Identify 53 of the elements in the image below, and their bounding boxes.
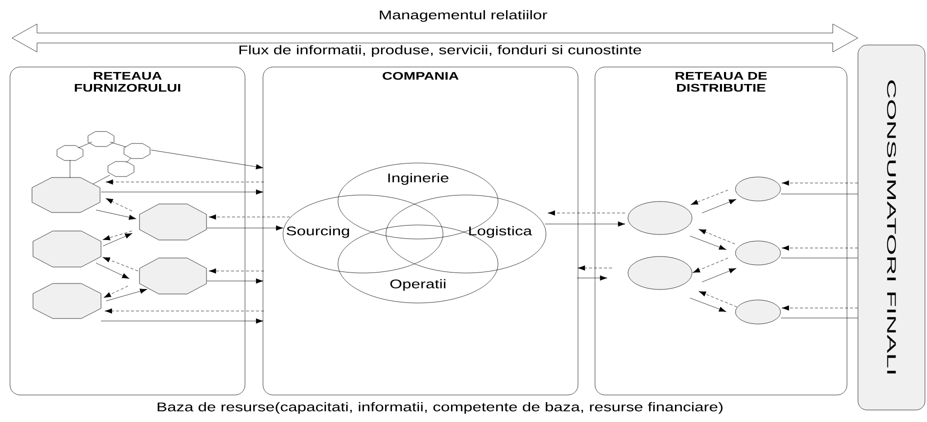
arrow	[102, 257, 138, 272]
arrow	[690, 298, 726, 312]
arrow	[208, 214, 290, 220]
arrow	[206, 225, 284, 231]
arrow	[702, 268, 736, 282]
arrow	[702, 199, 736, 214]
arrow	[548, 210, 626, 216]
arrow	[690, 236, 726, 250]
octagon	[139, 258, 207, 294]
octagon	[124, 143, 150, 159]
arrow	[782, 180, 858, 186]
octagon	[56, 145, 84, 161]
arrow	[150, 150, 264, 170]
octagon	[88, 131, 114, 147]
consumer-box: CONSUMATORI FINALI	[858, 44, 926, 410]
octagon	[32, 230, 102, 268]
caption-text: Baza de resurse(capacitati, informatii, competente de baza, resurse financiare)	[158, 402, 723, 414]
arrow	[782, 245, 858, 251]
octagon	[32, 177, 100, 213]
octagon	[32, 283, 102, 319]
ellipse	[735, 240, 781, 266]
arrow	[578, 265, 612, 271]
caption-text: Flux de informatii, produse, servicii, fonduri si cunostinte	[239, 45, 642, 57]
arrow	[106, 198, 132, 212]
arrow	[692, 258, 728, 273]
arrow	[576, 275, 608, 281]
arrow	[208, 268, 264, 274]
arrow	[690, 190, 728, 205]
ellipse	[628, 201, 692, 235]
arrow	[698, 229, 736, 244]
arrow	[104, 308, 264, 314]
octagon	[139, 204, 207, 240]
arrow	[698, 291, 738, 308]
ellipse	[735, 176, 781, 202]
panel: RETEAUA DE DISTRIBUTIE	[594, 66, 848, 396]
ellipse	[735, 300, 781, 324]
octagon	[108, 161, 134, 177]
arrow	[106, 288, 148, 302]
arrow	[100, 318, 264, 324]
arrow	[102, 230, 132, 240]
arrow	[96, 262, 130, 279]
arrow	[102, 233, 132, 246]
arrow	[104, 286, 128, 298]
arrow	[106, 179, 264, 185]
ellipse	[628, 256, 692, 290]
caption-text: Managementul relatiilor	[380, 10, 548, 22]
arrow	[100, 189, 264, 195]
arrow	[544, 221, 626, 227]
arrow	[206, 278, 264, 284]
arrow	[782, 305, 858, 311]
panel: RETEAUA FURNIZORULUI	[10, 66, 246, 396]
arrow	[96, 210, 136, 220]
double-arrow	[12, 24, 858, 52]
